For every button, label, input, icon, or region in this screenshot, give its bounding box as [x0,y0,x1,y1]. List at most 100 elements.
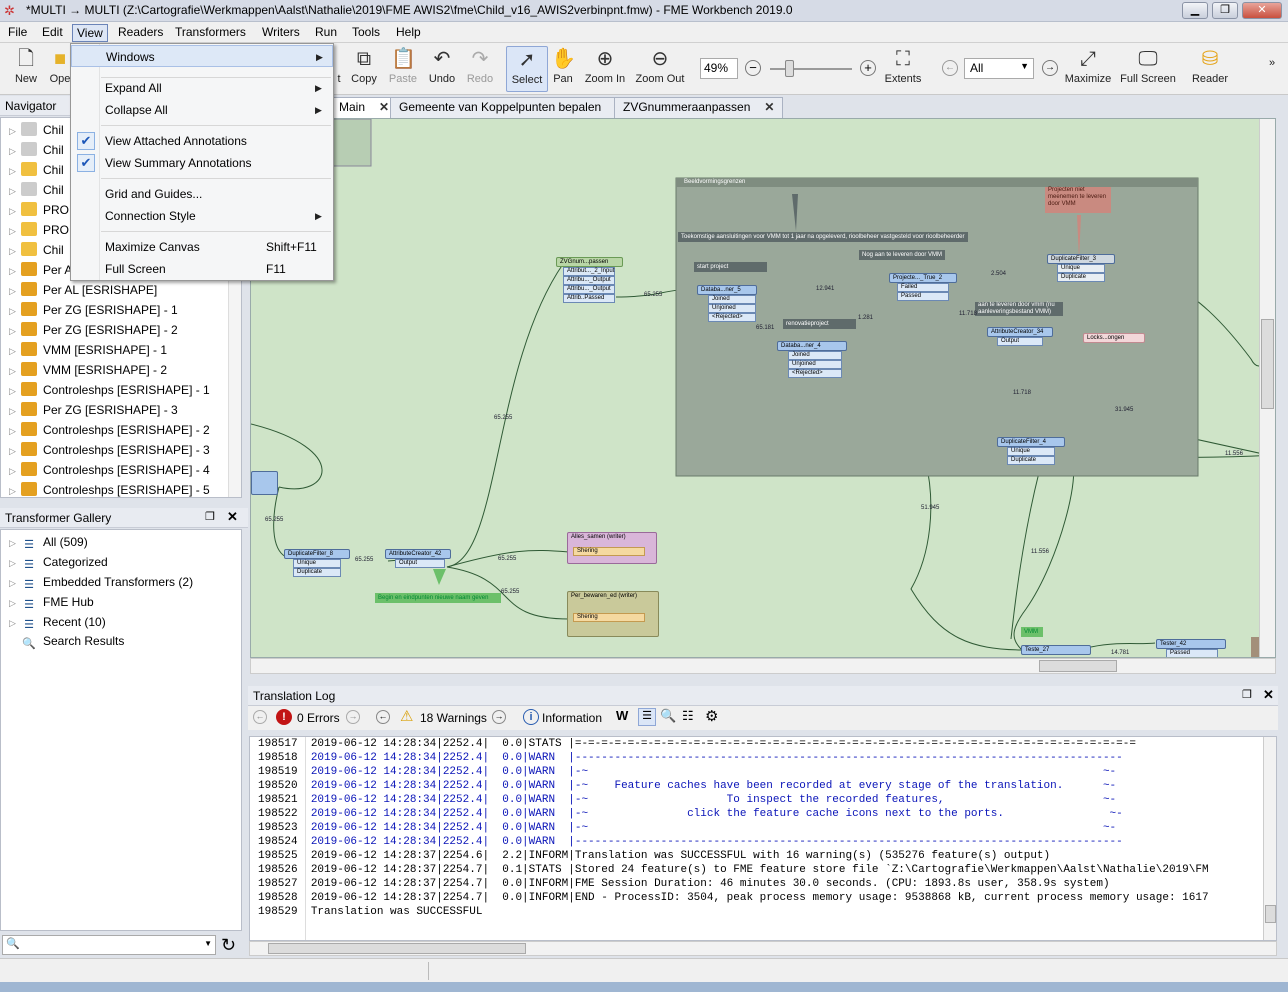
port[interactable]: Duplicate [293,568,341,577]
gallery-search-input[interactable]: 🔍 ▼ [2,935,216,955]
port[interactable]: Joined [708,295,756,304]
extents-button[interactable]: ⛶Extents [884,48,922,85]
port[interactable]: Joined [788,351,842,360]
port[interactable]: Duplicate [1007,456,1055,465]
navigator-item[interactable]: ▷Controleshps [ESRISHAPE] - 5 [9,482,210,497]
menu-item-expand-all[interactable]: Expand All▶ [71,77,333,99]
transformer-duplicatefilter-3[interactable]: DuplicateFilter_3 [1047,254,1115,264]
navigator-item[interactable]: ▷PRO [9,222,70,237]
gallery-item[interactable]: ▷☰All (509) [9,535,88,551]
tab-gemeente[interactable]: Gemeente van Koppelpunten bepalen✕ [390,97,635,118]
info-icon[interactable]: i [523,709,539,725]
navigator-item[interactable]: ▷VMM [ESRISHAPE] - 2 [9,362,168,377]
transformer-attributecreator-34[interactable]: AttributeCreator_34 [987,327,1053,337]
find-icon[interactable]: 🔍 [660,708,677,723]
error-icon[interactable]: ! [276,709,292,725]
zoom-slider-handle[interactable] [785,60,794,77]
minimize-window-button[interactable]: ▁ [1182,2,1208,19]
port[interactable]: Output [395,559,445,568]
float-panel-icon[interactable]: ❐ [205,511,215,523]
pan-tool-button[interactable]: ✋Pan [551,48,576,85]
port[interactable]: Attribu..._Output [563,285,615,294]
zoom-level-input[interactable]: 49% [700,58,738,79]
close-panel-icon[interactable]: ✕ [1263,687,1274,702]
next-arrow-icon[interactable]: → [1042,60,1058,76]
line-numbers-icon[interactable]: ☰ [638,708,656,726]
new-button[interactable]: 🗋New [14,48,37,85]
port[interactable]: Attribut..._2_Input [563,267,615,276]
previous-arrow-icon[interactable]: ← [942,60,958,76]
warning-icon[interactable]: ⚠ [400,708,414,725]
canvas-horizontal-scrollbar[interactable] [250,658,1276,674]
gallery-item[interactable]: ▷☰FME Hub [9,595,94,611]
log-text-area[interactable]: 198517 2019-06-12 14:28:34|2252.4| 0.0|S… [249,736,1277,941]
close-window-button[interactable]: ✕ [1242,2,1282,19]
zoom-minus-icon[interactable]: − [745,60,761,76]
port[interactable]: Unique [293,559,341,568]
warnings-count[interactable]: 18 Warnings [420,711,487,725]
previous-arrow-icon[interactable]: ← [376,710,390,724]
gallery-item[interactable]: 🔍Search Results [22,634,125,650]
previous-arrow-icon[interactable]: ← [253,710,267,724]
menu-writers[interactable]: Writers [262,25,300,39]
reader-button[interactable]: ⛁Reader [1191,48,1229,85]
port[interactable]: Duplicate [1057,273,1105,282]
scroll-thumb[interactable] [1261,319,1274,409]
float-panel-icon[interactable]: ❐ [1242,689,1252,701]
menu-item-connection-style[interactable]: Connection Style▶ [71,205,333,227]
redo-button[interactable]: ↷Redo [466,48,494,85]
navigator-item[interactable]: ▷Controleshps [ESRISHAPE] - 4 [9,462,210,477]
transformer-tester[interactable]: Projecte..._True_2 [889,273,957,283]
maximize-button[interactable]: ⤢Maximize [1064,48,1112,85]
navigator-item[interactable]: ▷Controleshps [ESRISHAPE] - 2 [9,422,210,437]
navigator-item[interactable]: ▷Per A [9,262,73,277]
port[interactable]: Failed [897,283,949,292]
gallery-item[interactable]: ▷☰Categorized [9,555,108,571]
port[interactable]: <Rejected> [708,313,756,322]
menu-edit[interactable]: Edit [42,25,63,39]
settings-gear-icon[interactable]: ⚙ [705,708,719,725]
transformer-databasejoiner-5[interactable]: Databa...ner_5 [697,285,757,295]
port[interactable]: <Rejected> [788,369,842,378]
chevron-down-icon[interactable]: ▼ [204,939,212,948]
scroll-thumb[interactable] [1265,905,1276,923]
menu-help[interactable]: Help [396,25,421,39]
restore-window-button[interactable]: ❐ [1212,2,1238,19]
menu-item-windows[interactable]: Windows▶ [71,45,333,67]
full-screen-button[interactable]: 🖵Full Screen [1120,48,1176,85]
tab-main[interactable]: Main✕ [330,97,399,118]
menu-item-grid-and-guides[interactable]: Grid and Guides... [105,187,203,201]
log-horizontal-scrollbar[interactable] [249,941,1277,956]
navigator-item[interactable]: ▷Per ZG [ESRISHAPE] - 3 [9,402,178,417]
scroll-thumb[interactable] [268,943,526,954]
transformer-locks[interactable]: Locks...ongen [1083,333,1145,343]
undo-button[interactable]: ↶Undo [428,48,456,85]
transformer-offscreen[interactable] [251,471,278,495]
transformer-duplicatefilter-8[interactable]: DuplicateFilter_8 [284,549,350,559]
port[interactable]: Passed [897,292,949,301]
workspace-canvas[interactable]: Beeldvormingsgrenzen Projecten niet meen… [250,118,1276,658]
transformer-tester-42[interactable]: Tester_42 [1156,639,1226,649]
cut-button[interactable]: t [334,47,344,85]
transformer-attributecreator-42[interactable]: AttributeCreator_42 [385,549,451,559]
navigator-item[interactable]: ▷Chil [9,242,64,257]
port[interactable]: Passed [1166,649,1218,657]
copy-button[interactable]: ⧉Copy [351,48,377,85]
errors-count[interactable]: 0 Errors [297,711,340,725]
canvas-vertical-scrollbar[interactable] [1259,119,1275,657]
menu-view[interactable]: View [72,24,108,42]
menu-item-view-summary-annotations[interactable]: ✔View Summary Annotations [71,152,333,174]
port[interactable]: Attribu..._Output [563,276,615,285]
menu-transformers[interactable]: Transformers [175,25,246,39]
navigator-item[interactable]: ▷Per ZG [ESRISHAPE] - 1 [9,302,178,317]
port[interactable]: Shering [573,613,645,622]
log-vertical-scrollbar[interactable] [1263,737,1276,940]
refresh-icon[interactable]: ↻ [221,935,237,955]
port[interactable]: Unjoined [788,360,842,369]
scroll-thumb[interactable] [1039,660,1117,672]
next-arrow-icon[interactable]: → [346,710,360,724]
port[interactable]: Unique [1007,447,1055,456]
zoom-out-button[interactable]: ⊖Zoom Out [635,48,685,85]
information-label[interactable]: Information [542,711,603,725]
